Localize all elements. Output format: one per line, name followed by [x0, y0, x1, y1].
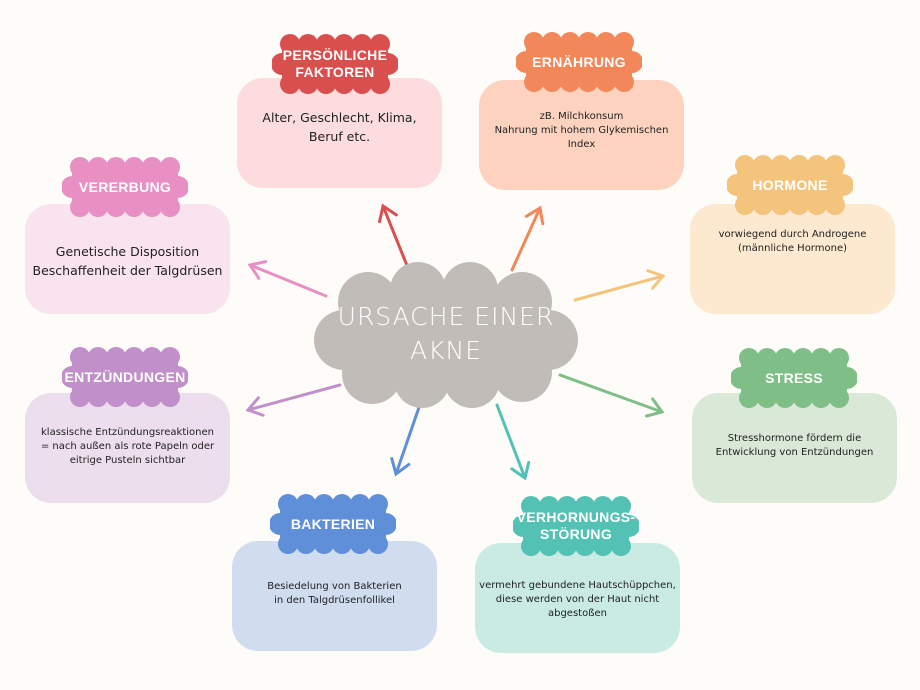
node-ernaehrung-box: zB. Milchkonsum Nahrung mit hohem Glykem…	[479, 80, 684, 190]
arrow-ernaehrung	[510, 205, 545, 272]
node-text: zB. Milchkonsum Nahrung mit hohem Glykem…	[494, 111, 669, 150]
node-verhornungsstoerung-box: vermehrt gebundene Hautschüppchen, diese…	[475, 543, 680, 653]
node-hormone-box: vorwiegend durch Androgene (männliche Ho…	[690, 204, 895, 314]
node-text: Alter, Geschlecht, Klima, Beruf etc.	[262, 110, 417, 144]
node-vererbung-label: VERERBUNG	[62, 155, 188, 219]
arrow-stress	[558, 373, 665, 418]
central-topic: URSACHE EINER AKNE	[310, 262, 582, 408]
cloud-shape	[727, 155, 853, 215]
node-text: vorwiegend durch Androgene (männliche Ho…	[718, 229, 867, 254]
node-label: HORMONE	[752, 176, 828, 193]
central-title: URSACHE EINER AKNE	[337, 302, 555, 365]
cloud-shape	[731, 348, 857, 408]
node-verhornungsstoerung-label: VERHORNUNGS- STÖRUNG	[513, 494, 639, 558]
cloud-shape	[513, 496, 639, 556]
node-bakterien-label: BAKTERIEN	[270, 492, 396, 556]
node-text: klassische Entzündungsreaktionen = nach …	[40, 427, 215, 466]
node-text: Stresshormone fördern die Entwicklung vo…	[715, 433, 874, 458]
cloud-shape	[272, 34, 398, 94]
node-label: ERNÄHRUNG	[532, 53, 626, 70]
node-text: vermehrt gebundene Hautschüppchen, diese…	[479, 580, 676, 619]
node-ernaehrung-label: ERNÄHRUNG	[516, 30, 642, 94]
node-text: Genetische Disposition Beschaffenheit de…	[32, 244, 223, 278]
node-label: STRESS	[765, 369, 823, 386]
node-label: ENTZÜNDUNGEN	[64, 368, 186, 385]
node-persoenliche-faktoren-label: PERSÖNLICHE FAKTOREN	[272, 32, 398, 96]
cloud-shape	[516, 32, 642, 92]
node-label: BAKTERIEN	[290, 515, 376, 532]
arrow-persoenliche-faktoren	[378, 203, 410, 270]
arrow-vererbung	[247, 260, 328, 298]
arrow-entzuendungen	[245, 383, 342, 417]
node-label: PERSÖNLICHE FAKTOREN	[282, 47, 388, 80]
node-hormone-label: HORMONE	[727, 153, 853, 217]
node-bakterien-box: Besiedelung von Bakterien in den Talgdrü…	[232, 541, 437, 651]
arrow-verhornungsstoerung	[495, 403, 531, 481]
node-label: VERERBUNG	[78, 178, 172, 195]
cloud-shape	[270, 494, 396, 554]
node-text: Besiedelung von Bakterien in den Talgdrü…	[267, 581, 402, 606]
cloud-shape	[62, 347, 188, 407]
node-vererbung-box: Genetische Disposition Beschaffenheit de…	[25, 204, 230, 314]
node-label: VERHORNUNGS- STÖRUNG	[516, 509, 636, 542]
arrow-hormone	[573, 269, 666, 302]
node-stress-box: Stresshormone fördern die Entwicklung vo…	[692, 393, 897, 503]
node-persoenliche-faktoren-box: Alter, Geschlecht, Klima, Beruf etc.	[237, 78, 442, 188]
node-stress-label: STRESS	[731, 346, 857, 410]
node-entzuendungen-label: ENTZÜNDUNGEN	[62, 345, 188, 409]
central-cloud-shape	[314, 262, 578, 408]
cloud-shape	[62, 157, 188, 217]
node-entzuendungen-box: klassische Entzündungsreaktionen = nach …	[25, 393, 230, 503]
